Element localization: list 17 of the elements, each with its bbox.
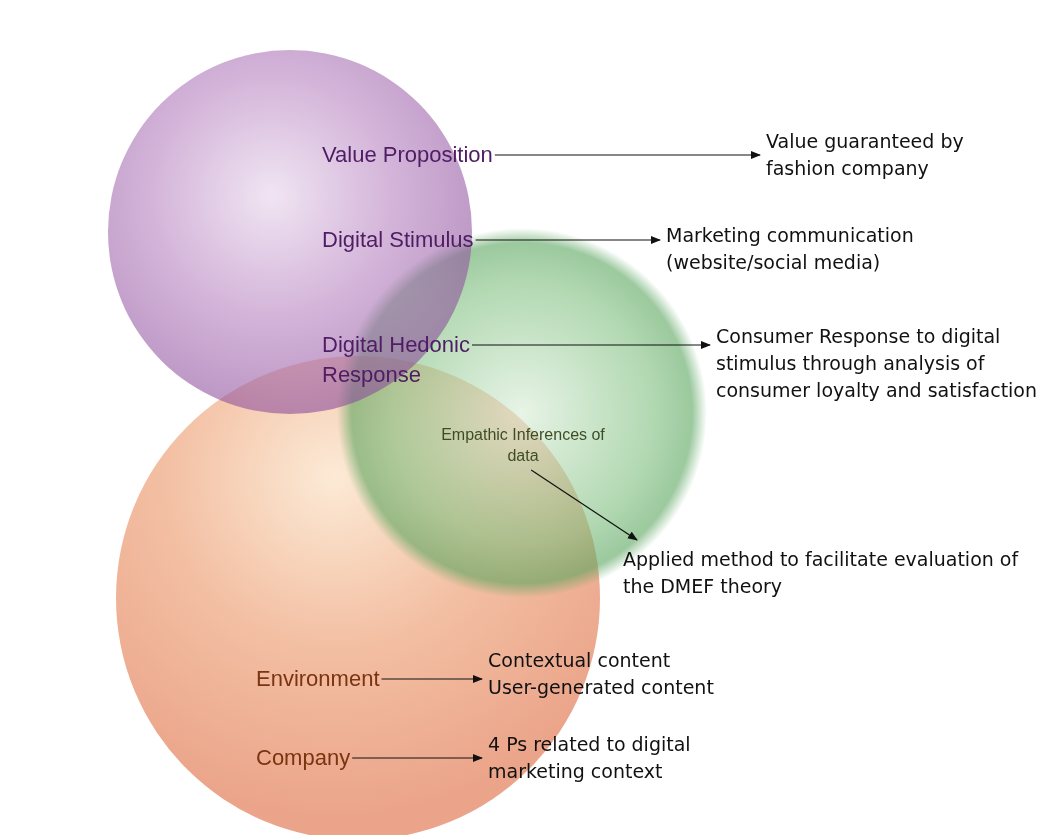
arrow bbox=[494, 151, 761, 159]
arrow bbox=[471, 341, 711, 349]
description-text: Value guaranteed by fashion company bbox=[766, 129, 965, 181]
arrow bbox=[530, 469, 638, 541]
description-text: Consumer Response to digital stimulus through analysis of consumer loyalty and satisfaction bbox=[716, 324, 1039, 403]
description-text: Marketing communication (website/social media) bbox=[666, 223, 915, 275]
circle-label: Company bbox=[256, 744, 352, 772]
description-text: User-generated content bbox=[488, 675, 715, 700]
circle-label: Digital Stimulus bbox=[322, 226, 475, 254]
description-text: 4 Ps related to digital marketing context bbox=[488, 732, 692, 784]
arrow bbox=[380, 675, 483, 683]
circle-label: Environment bbox=[256, 665, 381, 693]
description-text: Contextual content bbox=[488, 648, 672, 673]
circle-label: Value Proposition bbox=[322, 141, 494, 169]
arrow bbox=[351, 754, 483, 762]
description-text: Applied method to facilitate evaluation of the DMEF theory bbox=[623, 547, 1020, 599]
circle-label: Empathic Inferences of data bbox=[440, 425, 606, 466]
